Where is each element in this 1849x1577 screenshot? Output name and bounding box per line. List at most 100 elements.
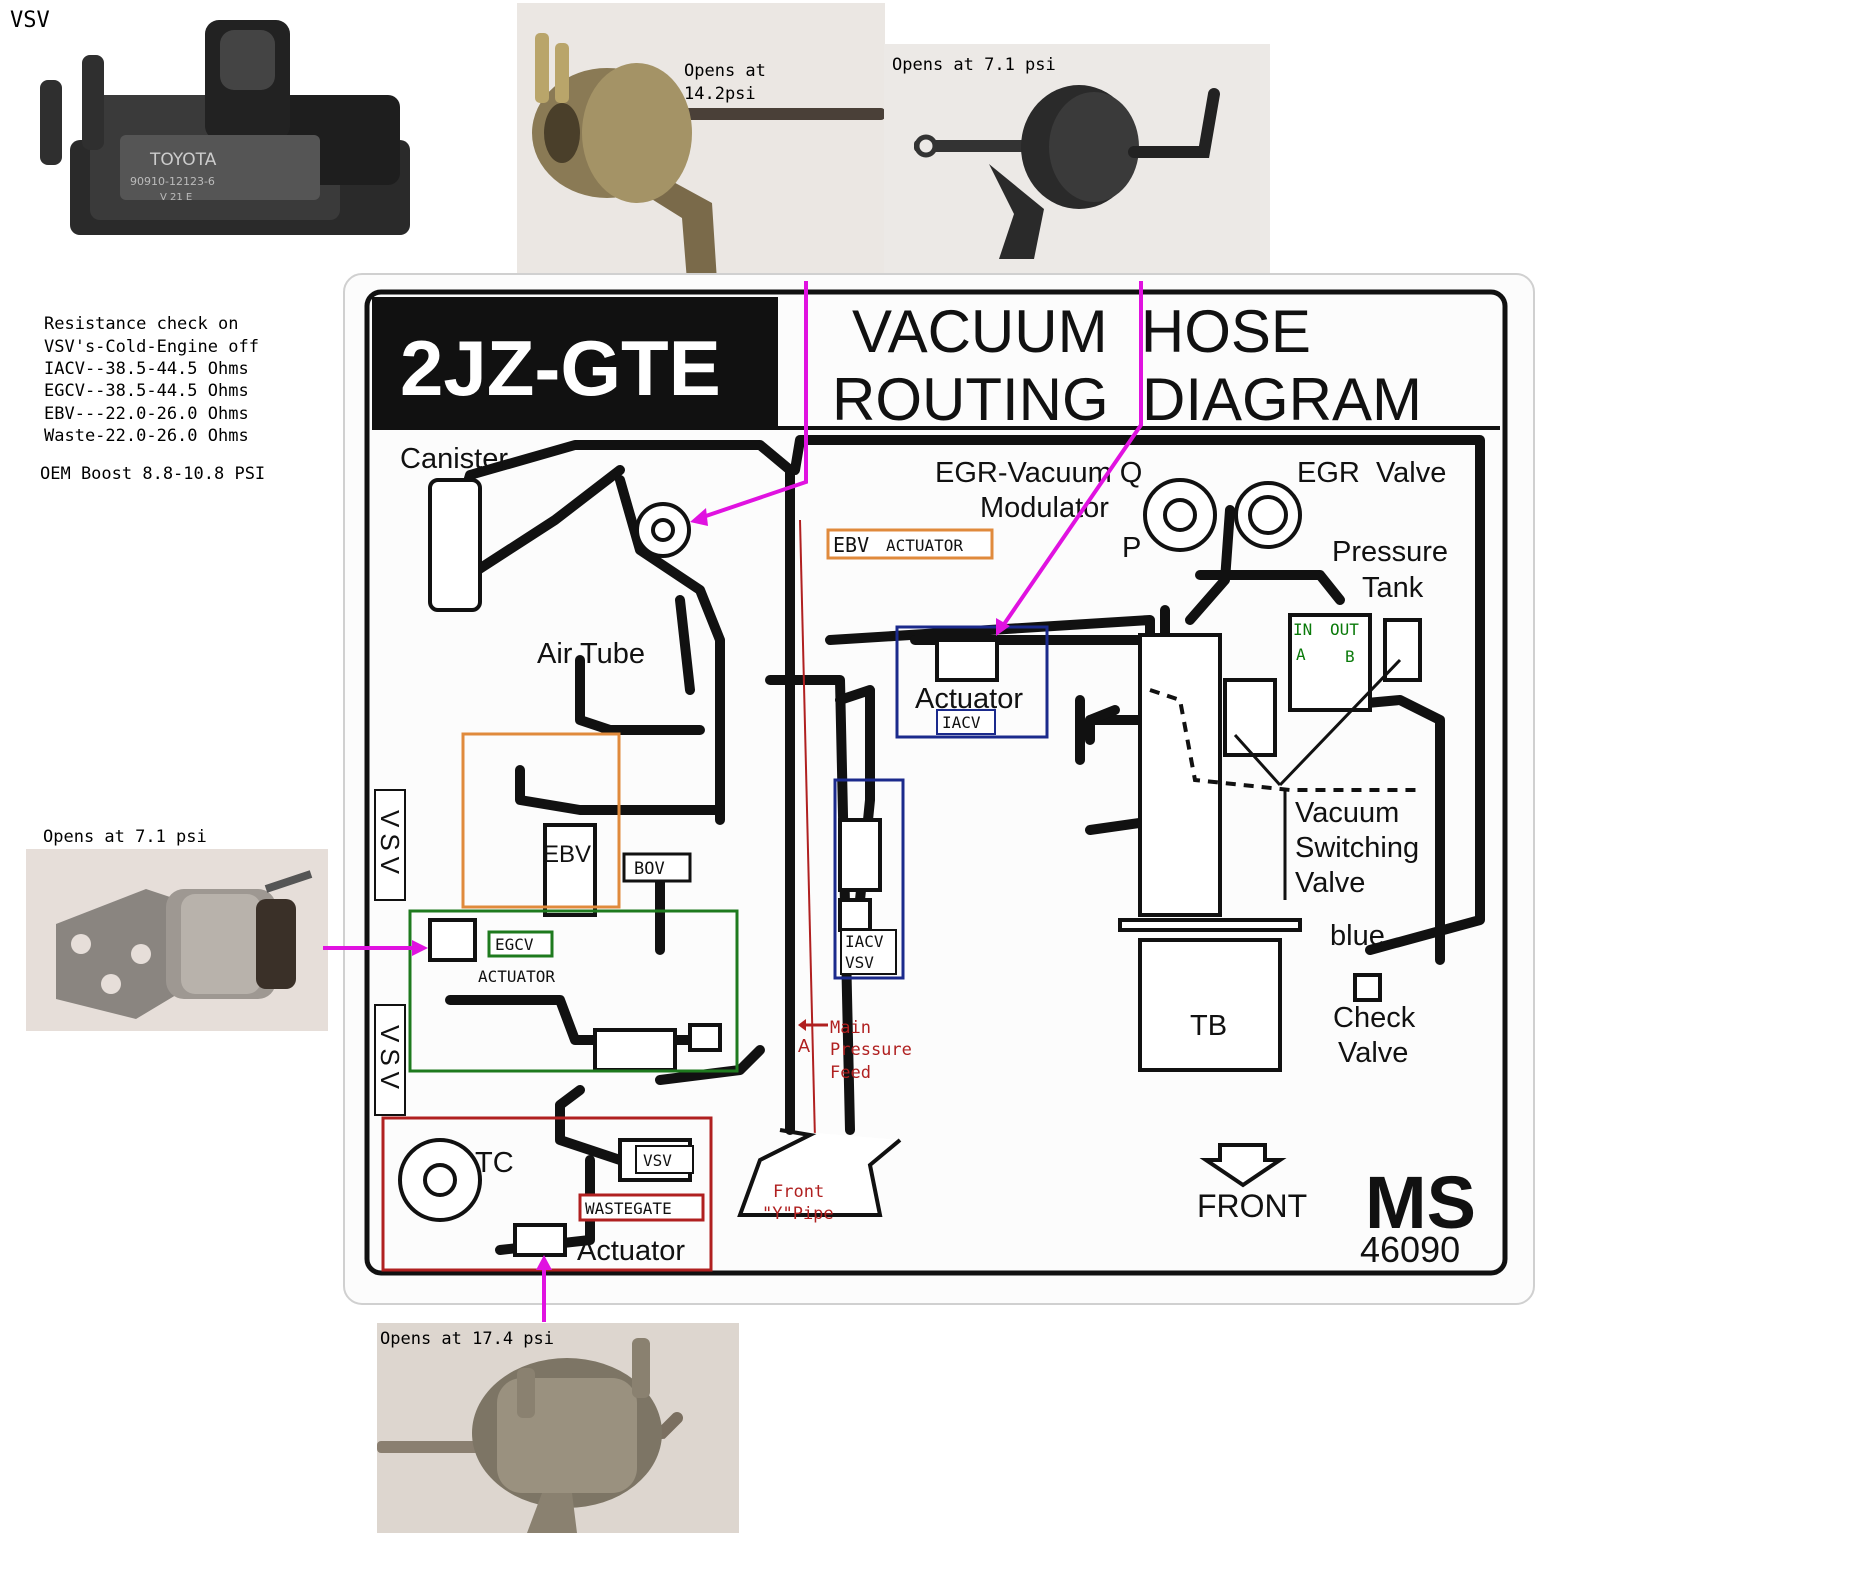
iacv-vsv-tag [840,929,897,975]
pressure-tank-label-2: Tank [1362,572,1424,604]
p-label: P [1122,532,1141,564]
tb-label: TB [1190,1010,1227,1042]
pressure-tank-symbol [1288,613,1372,712]
bov-tag [622,852,692,883]
egr-modulator-label-1: EGR-Vacuum Q [935,457,1142,489]
resistance-note-5: EBV---22.0-26.0 Ohms [44,404,249,424]
resistance-note-2: VSV's-Cold-Engine off [44,337,259,357]
intake-plenum [1138,633,1222,917]
vacuum-hoses [440,435,1485,1255]
wastegate-actuator-symbol [513,1223,567,1257]
main-pressure-feed-line [799,519,816,1141]
iacv-vsv-tag-text-1: IACV [845,932,884,951]
canister [428,478,482,612]
blue-label: blue [1330,920,1385,952]
callout-arrows [323,281,1143,1322]
wastegate-actuator-label: Actuator [577,1235,685,1267]
egcv-tag-text: EGCV [495,935,534,954]
iacv-actuator-highlight-box [895,625,1049,739]
resistance-note-4: EGCV--38.5-44.5 Ohms [44,381,249,401]
check-valve-label-1: Check [1333,1002,1416,1034]
diagram-border [364,289,1508,1276]
bov-tag-text: BOV [634,859,665,879]
main-pressure-feed-label-1: Main [830,1018,871,1038]
resistance-note-1: Resistance check on [44,314,239,334]
air-tube-label: Air Tube [537,638,645,670]
ebv-label: EBV [543,841,591,868]
wastegate-tag-text: WASTEGATE [585,1199,672,1218]
egcv-vsv-symbol [593,1028,677,1072]
vacuum-switching-label-2: Switching [1295,832,1419,864]
vsv-vertical-box-2 [374,1004,406,1116]
iacv-vsv-highlight-box [833,778,905,980]
vsv-brand-text: TOYOTA [149,150,217,170]
vsv-photo-label: VSV [10,8,50,33]
egcv-symbol [428,918,477,962]
vsv-vertical-label-1: VSV [375,810,405,880]
egcv-highlight-box [408,909,739,1073]
main-pressure-feed-label-3: Feed [830,1063,871,1083]
ebv-actuator-tag [826,528,994,560]
pressure-tank-a-label: A [1296,645,1306,664]
egcv-actuator-text: ACTUATOR [478,967,555,986]
check-valve-symbol [1353,973,1382,1002]
vsv-link-line [1278,658,1402,787]
tc-label: TC [475,1147,514,1179]
wastegate-vsv-tag-text: VSV [643,1151,672,1170]
components [398,478,1422,1257]
egcv-tag [487,930,554,958]
wastegate-tag [578,1193,705,1222]
vsv-vertical-label-2: VSV [375,1025,405,1095]
ebv-callout-arrow [699,281,808,520]
ebv-actuator-photo [517,3,885,281]
iacv-vsv-tag-text-2: VSV [845,953,874,972]
ebv-highlight-box [461,732,621,909]
egcv-actuator-illustration [56,870,313,1019]
vacuum-switching-label-1: Vacuum [1295,797,1399,829]
vsv-code-text: V 21 E [160,192,192,203]
canister-label: Canister [400,443,508,475]
pressure-tank-label-1: Pressure [1332,536,1448,568]
front-arrow-symbol [1199,1143,1287,1188]
check-valve-label-2: Valve [1338,1037,1408,1069]
ebv-actuator-tag-text: EBV [833,533,869,557]
vsv-part-number-text: 90910-12123-6 [130,175,215,188]
iacv-callout-arrow [998,281,1143,632]
resistance-note-6: Waste-22.0-26.0 Ohms [44,426,249,446]
ebv-actuator-tag-suffix: ACTUATOR [886,536,963,555]
ebv-actuator-caption: Opens at 14.2psi [684,61,766,104]
egr-valve-label: EGR Valve [1297,457,1446,489]
resistance-note-3: IACV--38.5-44.5 Ohms [44,359,249,379]
title-line-1: VACUUM HOSE [852,298,1311,365]
pressure-tank-b-label: B [1345,647,1355,666]
vacuum-switching-valve-symbol [1223,678,1277,757]
engine-code-banner [372,297,778,430]
egcv-actuator-caption: Opens at 7.1 psi [43,827,207,847]
egr-modulator-label-2: Modulator [980,492,1109,524]
wastegate-vsv-tag [635,1145,694,1174]
vacuum-switching-label-3: Valve [1295,867,1365,899]
ebv-symbol [543,823,597,917]
vsv-part-illustration: TOYOTA 90910-12123-6 V 21 E [40,20,410,235]
front-y-pipe-symbol [737,1128,902,1217]
wastegate-actuator-illustration [377,1338,683,1533]
oem-boost-note: OEM Boost 8.8-10.8 PSI [40,464,266,484]
iacv-actuator-caption: Opens at 7.1 psi [892,55,1056,75]
vsv-photo: TOYOTA 90910-12123-6 V 21 E [0,0,420,245]
wastegate-actuator-caption: Opens at 17.4 psi [380,1329,554,1349]
iacv-tag-text: IACV [942,713,981,732]
iacv-vsv-symbol [838,818,882,892]
dashed-line [1149,688,1420,792]
front-y-pipe-label-2: "Y"Pipe [762,1204,834,1224]
iacv-actuator-photo [884,44,1270,281]
title-line-2: ROUTING DIAGRAM [832,366,1422,433]
part-number-label: 46090 [1360,1229,1460,1270]
iacv-actuator-illustration [914,85,1220,259]
vsv-vertical-box-1 [374,789,406,901]
main-pressure-feed-label-2: Pressure [830,1040,912,1060]
egcv-actuator-photo [26,849,328,1031]
main-pressure-feed-marker: A [798,1036,810,1056]
engine-code: 2JZ-GTE [400,324,721,412]
iacv-actuator-symbol [935,638,999,682]
